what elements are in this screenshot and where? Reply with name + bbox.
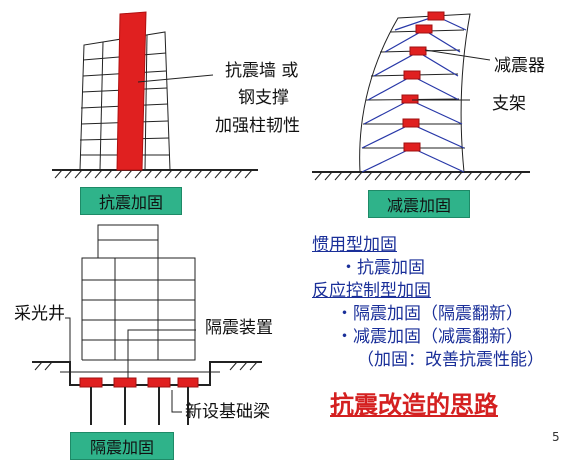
piles <box>90 387 189 425</box>
item-isolation: ・隔震加固（隔震翻新） <box>336 304 523 324</box>
label-damper: 减震器 <box>494 56 545 76</box>
building-seismic <box>52 11 258 179</box>
building-damping <box>312 11 530 181</box>
main-title: 抗震改造的思路 <box>330 391 498 419</box>
label-column-ductility: 加强柱韧性 <box>215 116 300 136</box>
page-number: 5 <box>552 430 560 444</box>
label-lightwell: 采光井 <box>14 304 65 324</box>
dampers <box>401 11 445 152</box>
building-isolation <box>32 224 262 425</box>
label-isolator: 隔震装置 <box>205 318 273 338</box>
ground-hatch-3 <box>34 361 258 371</box>
item-damping: ・减震加固（减震翻新） <box>336 327 523 347</box>
ground-hatch-2 <box>314 171 523 181</box>
label-shear-wall: 抗震墙 或 <box>225 61 299 81</box>
caption-isolation-strengthening: 隔震加固 <box>70 432 174 460</box>
label-bracket: 支架 <box>492 94 526 114</box>
label-foundation-beam: 新设基础梁 <box>185 402 270 422</box>
item-seismic: ・抗震加固 <box>340 258 425 278</box>
heading-response-control: 反应控制型加固 <box>312 281 431 301</box>
caption-damping-strengthening: 减震加固 <box>368 190 470 218</box>
heading-inertia-type: 惯用型加固 <box>312 235 397 255</box>
shear-wall <box>116 11 147 171</box>
caption-seismic-strengthening: 抗震加固 <box>80 187 182 215</box>
label-steel-brace: 钢支撑 <box>238 88 289 108</box>
note-strengthening: （加固：改善抗震性能） <box>357 350 544 370</box>
ground-hatch <box>54 169 253 179</box>
